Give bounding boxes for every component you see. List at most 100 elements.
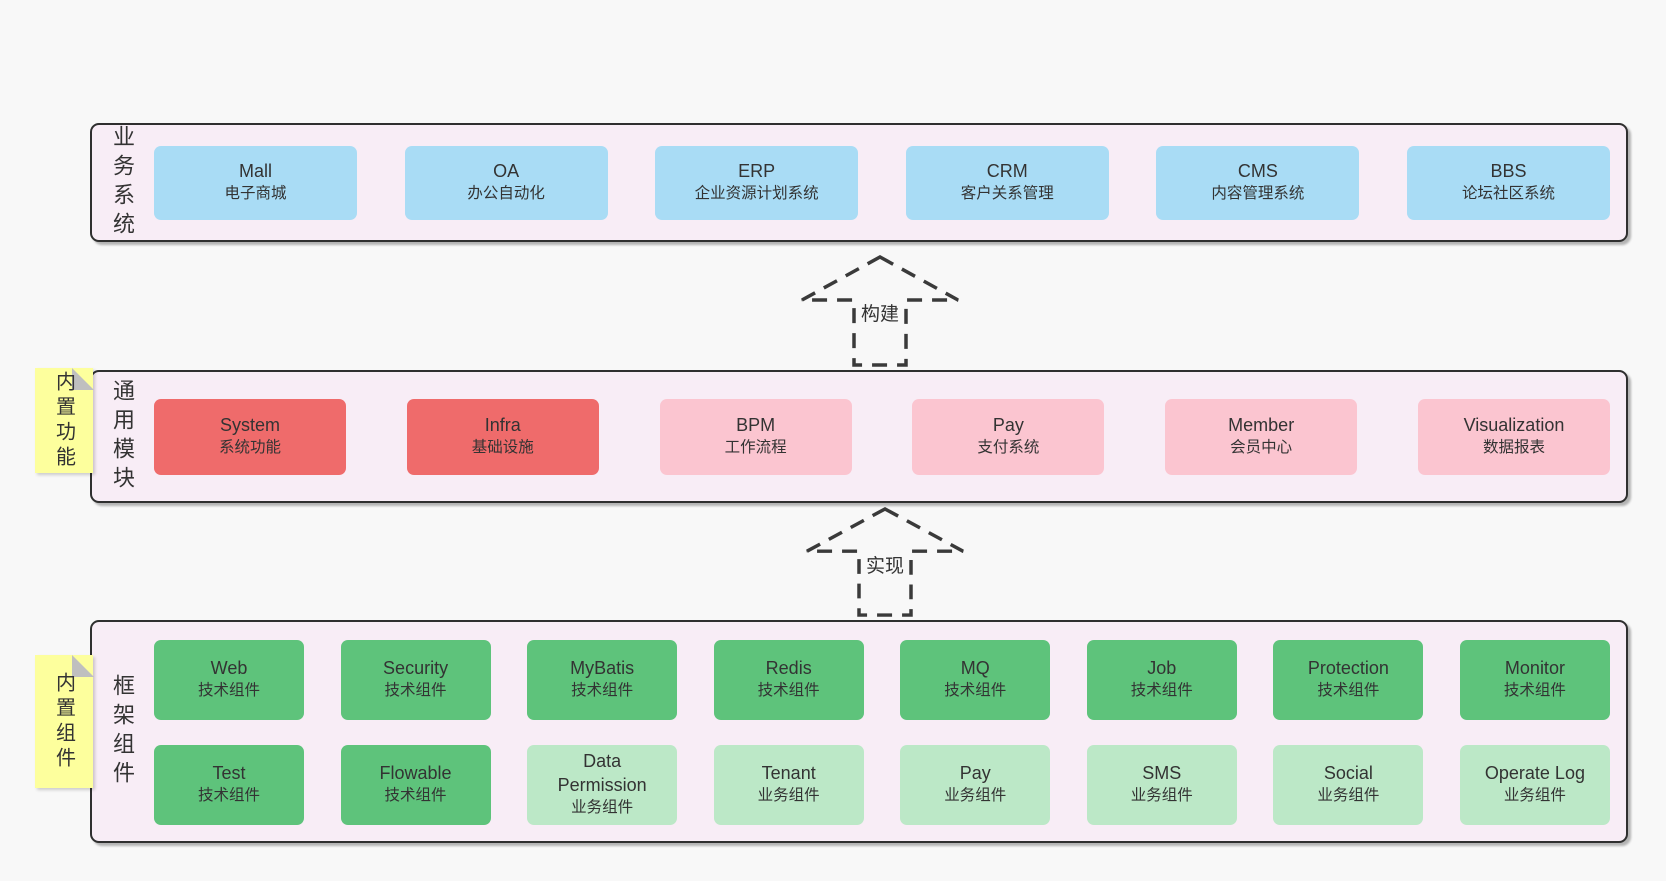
box-desc: 工作流程	[724, 438, 787, 456]
box-desc: 电子商城	[224, 184, 287, 202]
box-monitor: Monitor 技术组件	[1459, 640, 1610, 720]
up-arrow-icon	[801, 255, 959, 367]
arrow-implement-label: 实现	[862, 550, 908, 579]
box-tenant: Tenant 业务组件	[713, 745, 864, 825]
box-name: System	[219, 414, 280, 435]
box-desc: 数据报表	[1482, 438, 1545, 456]
box-desc: 技术组件	[757, 682, 820, 700]
box-social: Social 业务组件	[1273, 745, 1424, 825]
box-mall: Mall 电子商城	[154, 145, 357, 220]
box-desc: 业务组件	[944, 787, 1007, 805]
sticky-note-builtin-components: 内置组件	[35, 655, 94, 788]
box-desc: 支付系统	[977, 438, 1040, 456]
box-desc: 技术组件	[384, 682, 447, 700]
box-redis: Redis 技术组件	[713, 640, 864, 720]
box-member: Member 会员中心	[1165, 398, 1358, 475]
box-desc: 业务组件	[1317, 787, 1380, 805]
sticky-note-builtin-features-label: 内置功能	[52, 370, 75, 471]
box-desc: 客户关系管理	[960, 184, 1054, 202]
box-security: Security 技术组件	[340, 640, 491, 720]
box-name: Job	[1147, 658, 1177, 679]
box-name: Pay	[959, 763, 991, 784]
box-name: Security	[383, 658, 449, 679]
box-bbs: BBS 论坛社区系统	[1406, 145, 1610, 220]
arrow-build-label: 构建	[857, 298, 903, 327]
box-name: Monitor	[1504, 658, 1565, 679]
layer-label-common-modules: 通用模块	[110, 378, 135, 495]
box-name: Member	[1228, 414, 1295, 435]
arrow-implement: 实现	[805, 506, 965, 618]
box-desc: 业务组件	[571, 799, 634, 817]
box-name: MQ	[960, 658, 990, 679]
box-data-permission: Data Permission 业务组件	[527, 745, 678, 825]
box-name: Social	[1323, 763, 1373, 784]
box-name: Flowable	[379, 763, 452, 784]
box-visualization: Visualization 数据报表	[1417, 398, 1610, 475]
box-infra: Infra 基础设施	[406, 398, 599, 475]
box-desc: 内容管理系统	[1211, 184, 1305, 202]
layer-common-modules: 通用模块 System 系统功能 Infra 基础设施 BPM 工作流程 Pay 支付系统 Me…	[90, 370, 1628, 503]
box-desc: 技术组件	[1503, 682, 1566, 700]
box-desc: 技术组件	[944, 682, 1007, 700]
box-desc: 系统功能	[218, 438, 281, 456]
box-desc: 会员中心	[1230, 438, 1293, 456]
box-name: Pay	[992, 414, 1024, 435]
box-sms: SMS 业务组件	[1086, 745, 1237, 825]
box-name: CRM	[986, 160, 1028, 181]
box-name: BBS	[1490, 160, 1527, 181]
box-name: Data Permission	[557, 751, 647, 795]
box-desc: 业务组件	[1503, 787, 1566, 805]
box-name: Tenant	[761, 763, 816, 784]
box-name: ERP	[738, 160, 776, 181]
layer-label-framework-components: 框架组件	[110, 673, 135, 790]
up-arrow-icon	[806, 506, 964, 617]
box-crm: CRM 客户关系管理	[905, 145, 1109, 220]
box-desc: 技术组件	[1317, 682, 1380, 700]
box-name: Operate Log	[1484, 763, 1585, 784]
box-name: Mall	[238, 160, 272, 181]
box-desc: 基础设施	[471, 438, 534, 456]
layer-label-business-systems: 业务系统	[110, 124, 135, 241]
box-pay: Pay 业务组件	[900, 745, 1051, 825]
box-desc: 业务组件	[757, 787, 820, 805]
box-bpm: BPM 工作流程	[659, 398, 852, 475]
box-name: Redis	[765, 658, 812, 679]
box-desc: 论坛社区系统	[1461, 184, 1555, 202]
sticky-note-builtin-features: 内置功能	[35, 368, 94, 473]
box-name: SMS	[1142, 763, 1182, 784]
box-name: Test	[212, 763, 246, 784]
box-name: BPM	[736, 414, 776, 435]
arrow-build: 构建	[800, 254, 960, 368]
box-desc: 办公自动化	[467, 184, 545, 202]
box-desc: 业务组件	[1130, 787, 1193, 805]
box-cms: CMS 内容管理系统	[1156, 145, 1360, 220]
box-name: Visualization	[1463, 414, 1565, 435]
box-desc: 技术组件	[1130, 682, 1193, 700]
box-name: Infra	[484, 414, 521, 435]
box-protection: Protection 技术组件	[1273, 640, 1424, 720]
box-job: Job 技术组件	[1086, 640, 1237, 720]
box-name: Protection	[1307, 658, 1389, 679]
box-mq: MQ 技术组件	[900, 640, 1051, 720]
common-modules-row: System 系统功能 Infra 基础设施 BPM 工作流程 Pay 支付系统 Member 会…	[154, 372, 1610, 501]
box-desc: 技术组件	[571, 682, 634, 700]
box-system: System 系统功能	[154, 398, 346, 475]
box-operate-log: Operate Log 业务组件	[1459, 745, 1610, 825]
box-erp: ERP 企业资源计划系统	[655, 145, 859, 220]
sticky-note-builtin-components-label: 内置组件	[52, 671, 75, 772]
box-desc: 企业资源计划系统	[694, 184, 819, 202]
box-desc: 技术组件	[197, 682, 260, 700]
box-name: CMS	[1237, 160, 1278, 181]
box-pay: Pay 支付系统	[912, 398, 1105, 475]
